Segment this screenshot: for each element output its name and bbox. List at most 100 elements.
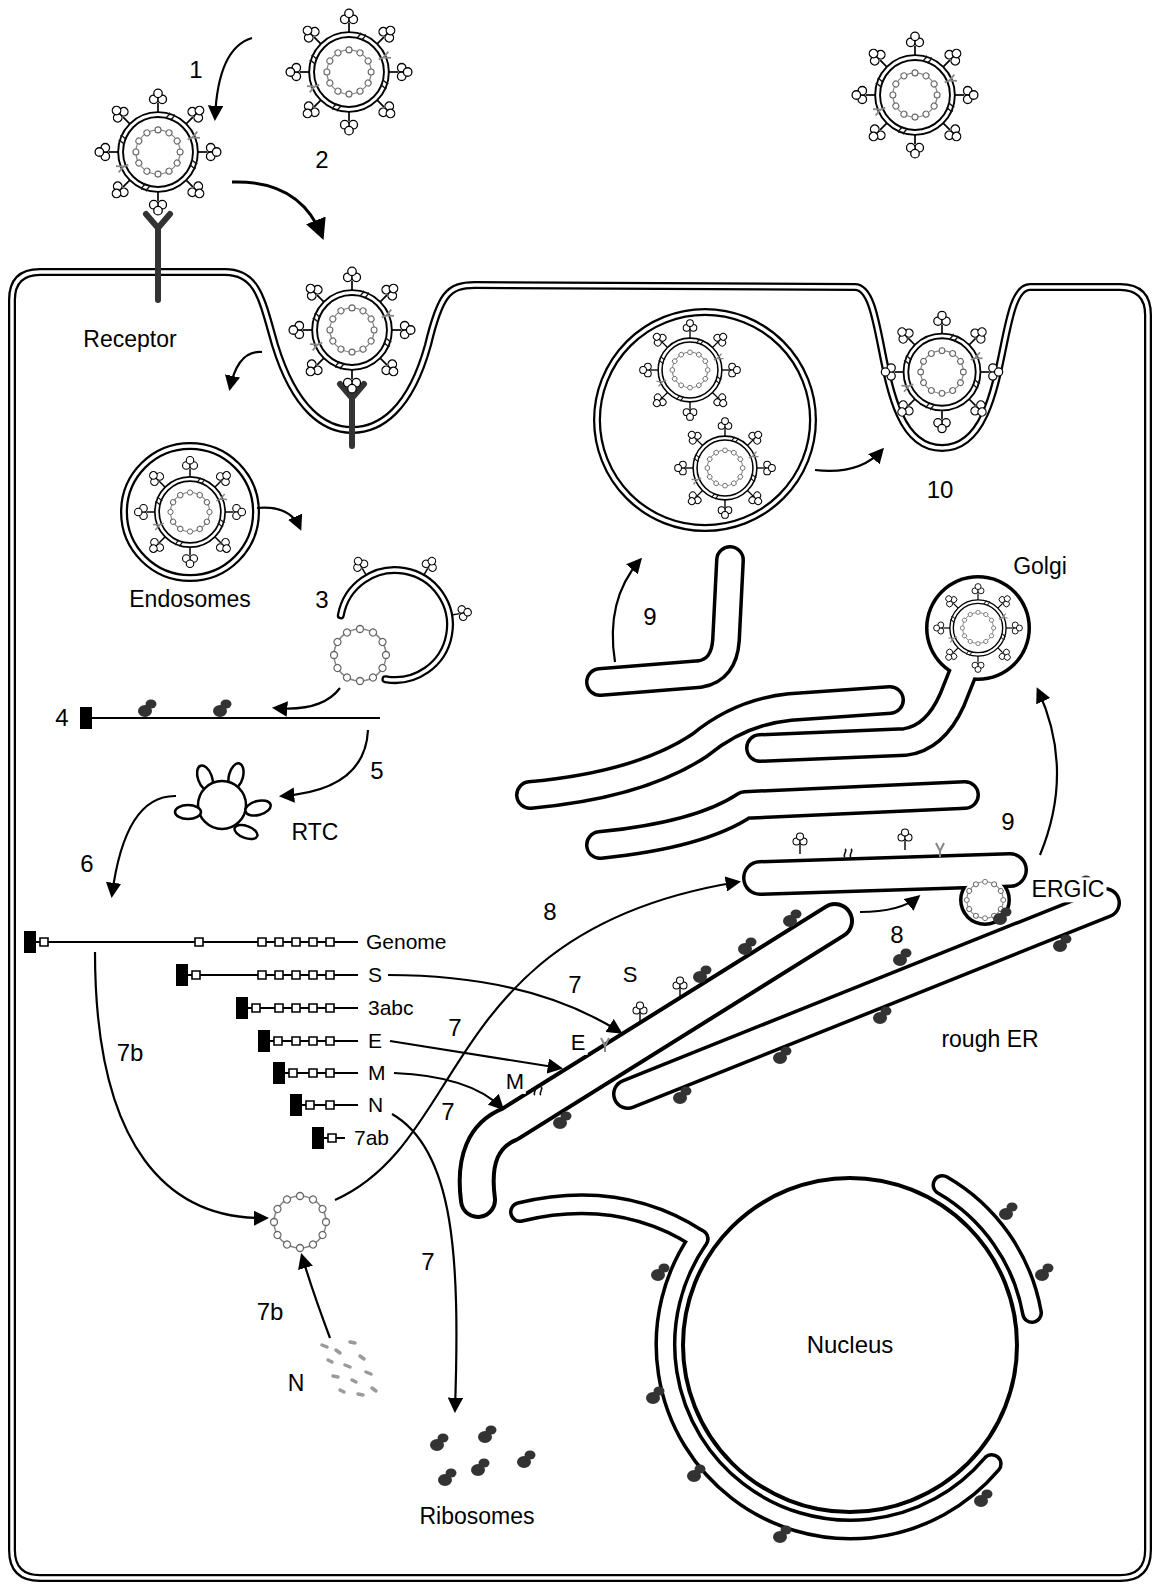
step-arrow xyxy=(95,952,266,1218)
rtc-complex xyxy=(233,822,260,841)
viral-rna xyxy=(312,1127,324,1149)
organelle-circle: Nucleus xyxy=(680,1175,1020,1515)
receptor-symbol xyxy=(146,214,170,300)
endosome xyxy=(124,446,256,578)
ribosome xyxy=(438,1469,457,1487)
rtc-complex xyxy=(175,762,272,842)
rough-er xyxy=(477,903,1105,1530)
ribosome xyxy=(783,910,802,928)
step-number: 7 xyxy=(446,1015,463,1041)
n-protein xyxy=(322,1342,376,1395)
ribosome xyxy=(974,1490,993,1508)
ribosome xyxy=(553,1112,572,1130)
part-label: M xyxy=(504,1070,526,1094)
golgi-stack xyxy=(600,560,730,682)
fusing-endosome xyxy=(331,554,473,684)
rtc-complex xyxy=(175,805,201,819)
golgi-stack xyxy=(925,575,1031,681)
step-number: 7 xyxy=(566,972,583,998)
endosome xyxy=(124,446,256,578)
part-label: Genome xyxy=(364,930,449,953)
cell-membrane xyxy=(12,272,1148,1578)
nucleocapsid xyxy=(271,1193,330,1252)
ribosome xyxy=(773,1047,792,1065)
cell-membrane xyxy=(12,272,1148,1578)
virion xyxy=(289,267,415,393)
ribosome xyxy=(1053,935,1072,953)
ribosome xyxy=(693,966,712,984)
part-label: N xyxy=(286,1371,307,1396)
fusing-endosome xyxy=(341,570,450,680)
ribosome xyxy=(773,1526,792,1544)
cell-membrane xyxy=(12,272,1148,1578)
ribosome xyxy=(673,1087,692,1105)
rough-er xyxy=(477,921,835,1200)
rough-er xyxy=(628,903,1105,1094)
n-protein xyxy=(322,1342,376,1395)
step-arrow xyxy=(275,688,340,709)
viral-rna xyxy=(138,700,157,718)
step-number: 9 xyxy=(641,604,658,630)
step-number: 4 xyxy=(53,705,70,731)
viral-rna xyxy=(213,700,232,718)
ribosome xyxy=(999,1203,1018,1221)
golgi-stack xyxy=(760,870,1010,878)
step-arrow xyxy=(232,182,322,236)
virion xyxy=(286,9,412,135)
golgi-stack xyxy=(936,843,944,857)
part-label: rough ER xyxy=(939,1027,1040,1052)
part-label: N xyxy=(366,1093,385,1116)
part-label: 3abc xyxy=(366,996,416,1019)
golgi-stack xyxy=(844,849,852,857)
viral-rna xyxy=(258,1030,270,1052)
step-arrow xyxy=(335,882,738,1200)
step-arrow xyxy=(388,975,620,1032)
rough-er xyxy=(477,903,1105,1530)
rtc-complex xyxy=(244,798,273,818)
rough-er xyxy=(520,1204,699,1239)
virion xyxy=(675,418,776,519)
nucleus-membrane xyxy=(683,1178,1017,1512)
golgi-stack xyxy=(793,833,807,854)
virion xyxy=(852,32,978,158)
viral-rna xyxy=(24,931,36,953)
virion xyxy=(95,9,1022,672)
step-number: 5 xyxy=(368,758,385,784)
virion xyxy=(95,89,221,215)
fusing-endosome xyxy=(331,626,390,685)
ribosome xyxy=(517,1451,536,1469)
step-arrow xyxy=(230,352,262,388)
step-arrow xyxy=(1038,690,1057,855)
viral-rna xyxy=(273,1062,285,1084)
part-label: Ribosomes xyxy=(417,1504,536,1529)
golgi-stack xyxy=(760,655,970,748)
viral-rna xyxy=(40,938,336,1142)
ribosome xyxy=(993,908,1012,926)
part-label: M xyxy=(366,1061,388,1084)
rough-er xyxy=(601,1038,609,1052)
step-number: 7 xyxy=(439,1099,456,1125)
step-arrow xyxy=(282,730,368,796)
rough-er xyxy=(477,921,835,1200)
rough-er xyxy=(477,903,1105,1530)
golgi-stack xyxy=(898,829,912,850)
secretory-vesicle xyxy=(597,312,813,528)
ribosome xyxy=(687,1465,706,1483)
virion xyxy=(881,311,1002,432)
secretory-vesicle xyxy=(597,312,813,528)
secretory-vesicle xyxy=(597,312,813,528)
endosome xyxy=(124,446,256,578)
virion xyxy=(640,320,741,421)
step-number: 2 xyxy=(313,147,330,173)
step-arrow xyxy=(302,1256,330,1338)
step-number: 7b xyxy=(255,1299,286,1325)
ribosome xyxy=(430,1434,449,1452)
virion xyxy=(934,584,1023,673)
golgi-stack xyxy=(760,870,1010,878)
viral-rna xyxy=(236,997,248,1019)
ribosome xyxy=(651,1264,670,1282)
viral-rna xyxy=(290,1094,302,1116)
part-label: Endosomes xyxy=(127,587,252,612)
rtc-complex xyxy=(198,781,246,829)
